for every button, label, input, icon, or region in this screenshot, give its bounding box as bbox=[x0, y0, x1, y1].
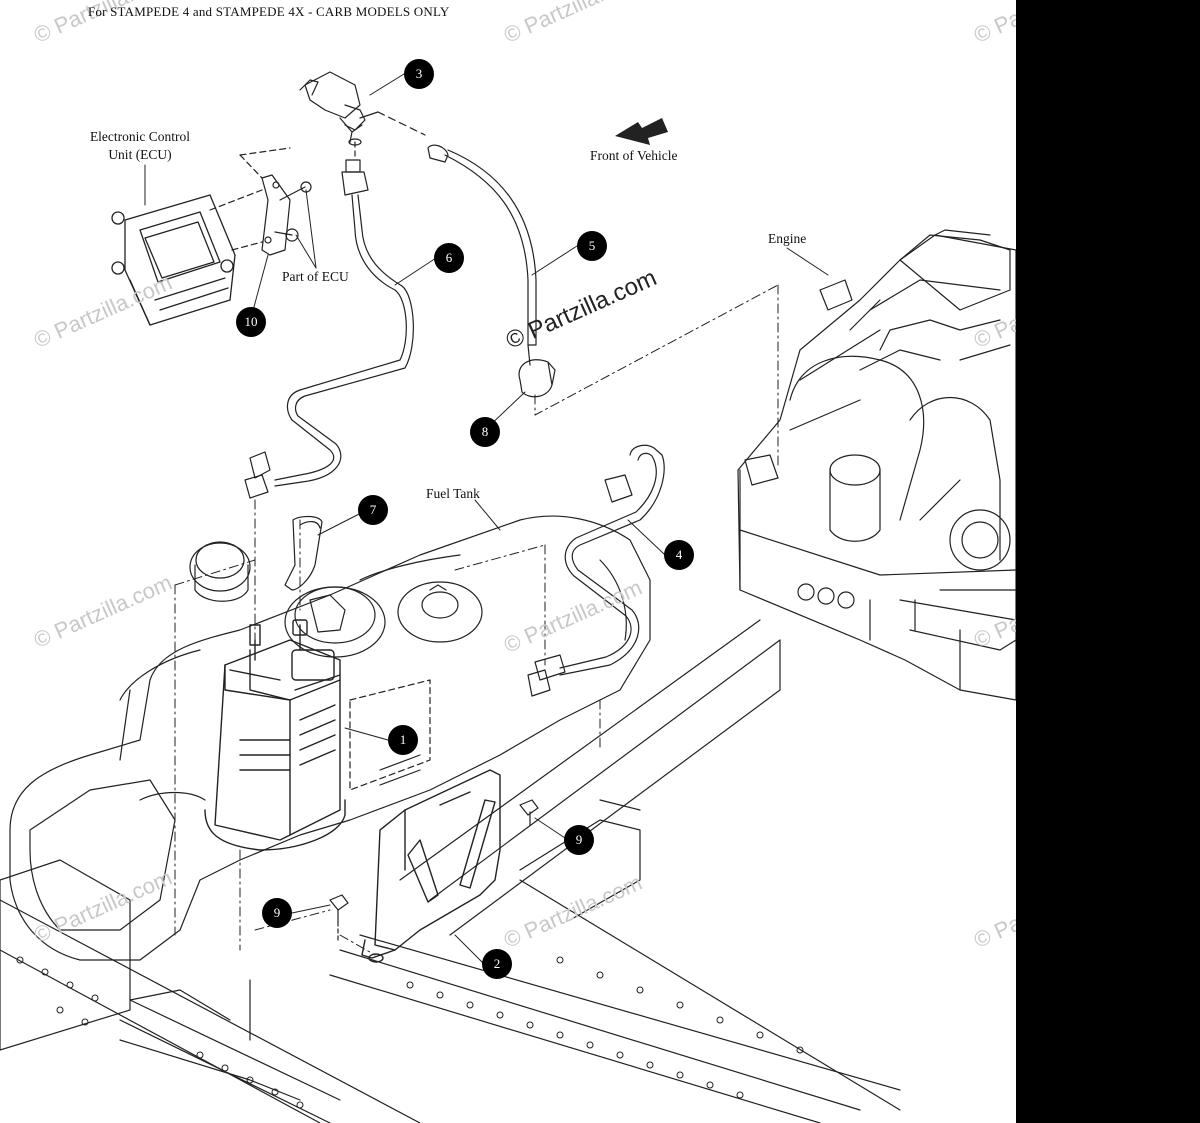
callout-8[interactable]: 8 bbox=[470, 417, 500, 447]
purge-valve bbox=[299, 71, 426, 161]
ecu-module bbox=[111, 194, 236, 326]
callout-1[interactable]: 1 bbox=[388, 725, 418, 755]
right-edge-bar bbox=[1016, 0, 1200, 1123]
part-of-ecu-label: Part of ECU bbox=[282, 269, 349, 284]
diagram-title: For STAMPEDE 4 and STAMPEDE 4X - CARB MO… bbox=[88, 4, 450, 19]
bolts bbox=[329, 799, 539, 941]
bracket-2 bbox=[361, 769, 501, 963]
callout-10[interactable]: 10 bbox=[236, 307, 266, 337]
ecu-label-line1: Electronic Control bbox=[89, 129, 191, 144]
front-of-vehicle-label: Front of Vehicle bbox=[590, 148, 678, 163]
callout-9[interactable]: 9 bbox=[564, 825, 594, 855]
fuel-tank-outline bbox=[9, 515, 651, 961]
hose-5 bbox=[427, 144, 556, 398]
fuel-gauge-sender bbox=[397, 581, 483, 643]
callout-6[interactable]: 6 bbox=[434, 243, 464, 273]
callout-3[interactable]: 3 bbox=[404, 59, 434, 89]
front-arrow bbox=[615, 118, 668, 145]
callout-5[interactable]: 5 bbox=[577, 231, 607, 261]
ecu-label-line2: Unit (ECU) bbox=[108, 147, 172, 162]
charcoal-canister bbox=[204, 619, 346, 851]
frame-rails bbox=[0, 619, 901, 1123]
connection-lines bbox=[174, 284, 779, 956]
hose-6 bbox=[244, 159, 414, 499]
fuel-tank-label: Fuel Tank bbox=[426, 486, 480, 501]
engine-block bbox=[737, 229, 1017, 701]
leader-lines bbox=[144, 73, 829, 963]
callout-9[interactable]: 9 bbox=[262, 898, 292, 928]
hose-4 bbox=[527, 444, 665, 697]
callout-2[interactable]: 2 bbox=[482, 949, 512, 979]
callout-7[interactable]: 7 bbox=[358, 495, 388, 525]
callout-4[interactable]: 4 bbox=[664, 540, 694, 570]
fuel-pump bbox=[284, 586, 386, 658]
frame-holes bbox=[16, 956, 804, 1109]
fuel-cap bbox=[189, 541, 251, 602]
hose-7 bbox=[284, 515, 323, 591]
ecu-bracket bbox=[209, 147, 312, 256]
engine-label: Engine bbox=[768, 231, 807, 246]
